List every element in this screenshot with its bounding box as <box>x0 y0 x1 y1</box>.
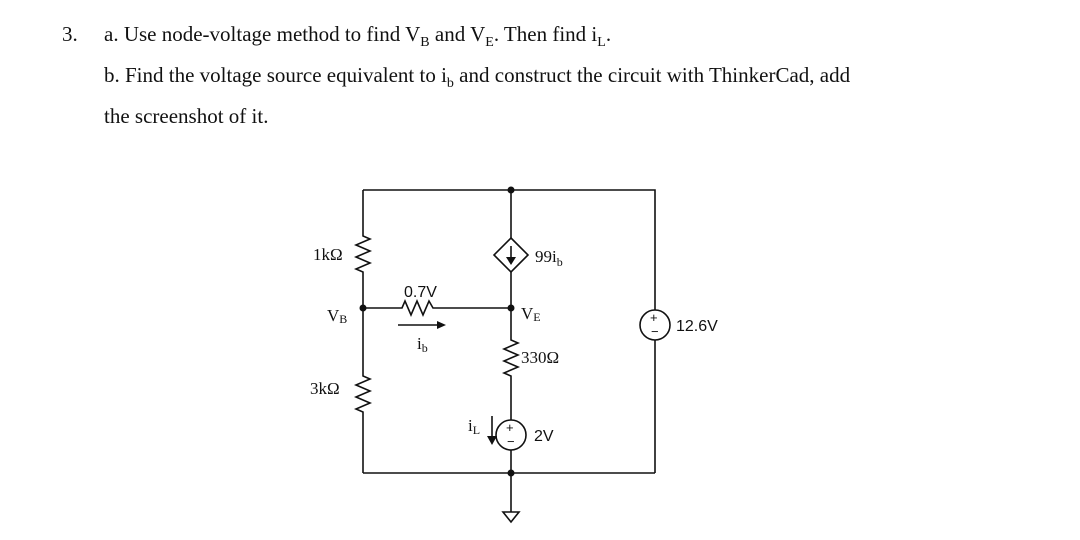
current-il-label: iL <box>468 416 480 437</box>
ground-icon <box>501 511 521 524</box>
dep-arrow-down-icon <box>506 257 516 265</box>
problem-body: a. Use node-voltage method to find VB an… <box>104 18 1052 132</box>
source-small-minus: − <box>507 434 515 449</box>
part-b-text: b. Find the voltage source equivalent to… <box>104 63 851 92</box>
source-main-minus: − <box>651 324 659 339</box>
il-arrow-head <box>487 436 497 445</box>
r-top-label: 1kΩ <box>313 245 343 264</box>
r-bias-value: 0.7V <box>404 284 437 301</box>
part-b-text-continued: the screenshot of it. <box>104 104 269 129</box>
node-vb-label: VB <box>327 306 347 326</box>
resistor-330 <box>501 336 521 380</box>
source-small-value: 2V <box>534 428 554 445</box>
voltage-source-12.6v <box>639 309 671 341</box>
part-a-text: a. Use node-voltage method to find VB an… <box>104 22 612 51</box>
dependent-source-label: 99ib <box>535 247 563 269</box>
resistor-3k <box>353 372 373 416</box>
ib-arrow-head <box>437 321 446 329</box>
resistor-0.7v <box>398 298 437 318</box>
node-ve-label: VE <box>521 304 541 324</box>
problem-statement: 3. a. Use node-voltage method to find VB… <box>62 18 1052 132</box>
top-wire <box>363 189 656 310</box>
problem-number: 3. <box>62 22 78 46</box>
source-main-plus: + <box>650 310 658 325</box>
source-main-value: 12.6V <box>676 318 718 335</box>
r-bottom-label: 3kΩ <box>310 379 340 398</box>
r-emitter-label: 330Ω <box>521 348 559 367</box>
source-small-plus: + <box>506 420 514 435</box>
resistor-1k <box>353 232 373 276</box>
current-ib-label: ib <box>417 334 428 355</box>
